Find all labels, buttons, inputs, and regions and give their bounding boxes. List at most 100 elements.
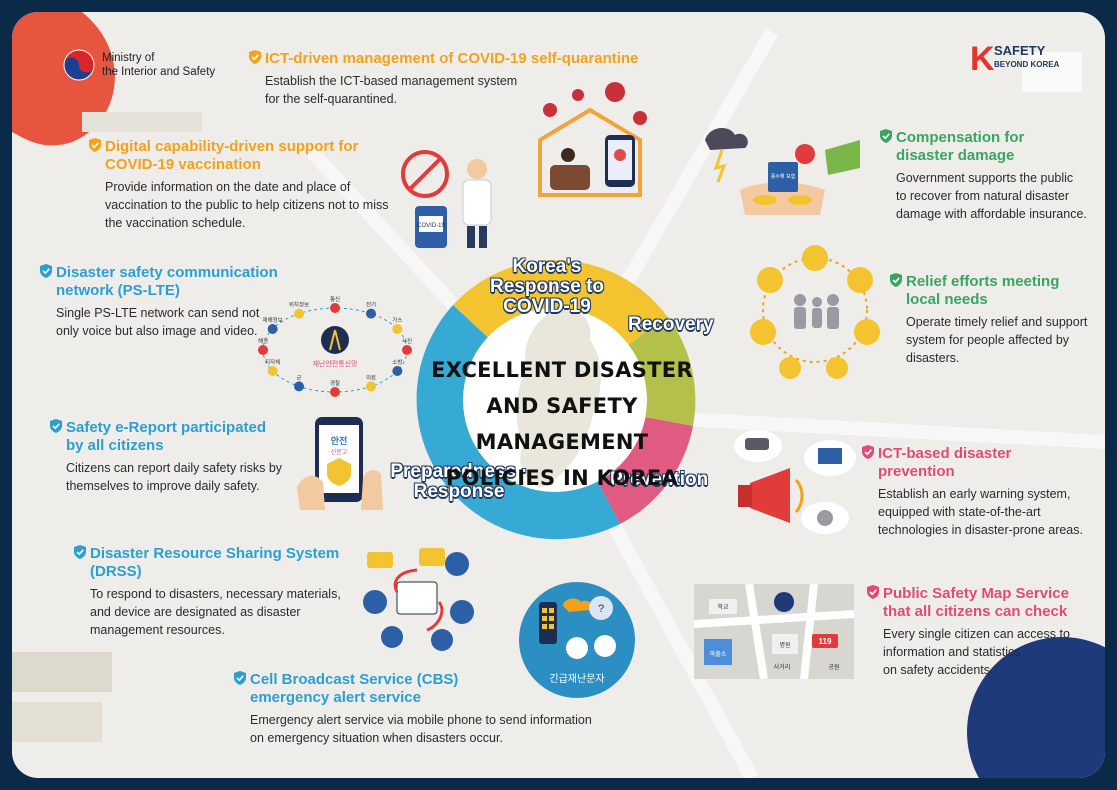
relief-body: Operate timely relief and support system…	[890, 313, 1090, 367]
ictprevention-body1: Establish an early warning system,	[878, 487, 1071, 501]
pslte-title1: Disaster safety communication	[56, 264, 278, 281]
compensation-body1: Government supports the public	[896, 171, 1074, 185]
section-quarantine: ICT-driven management of COVID-19 self-q…	[249, 50, 679, 108]
map-label1: 파출소	[710, 650, 727, 658]
network-node-icon	[392, 366, 403, 376]
network-node-label: 가스	[392, 316, 402, 324]
brand-line2: BEYOND KOREA	[994, 60, 1060, 69]
safetymap-body1: Every single citizen can access to	[883, 627, 1070, 641]
center-title-line2: AND SAFETY MANAGEMENT	[475, 394, 649, 454]
ministry-line2: the Interior and Safety	[102, 66, 216, 78]
map-label2: 학교	[717, 603, 729, 611]
compensation-body3: damage with affordable insurance.	[896, 207, 1087, 221]
megaphone-icon	[750, 468, 790, 523]
safetymap-title1: Public Safety Map Service	[883, 585, 1069, 602]
network-node-label: 재해정보	[263, 316, 283, 324]
poster: Ministry of the Interior and Safety K SA…	[12, 12, 1105, 778]
relief-illustration	[750, 245, 880, 379]
drss-body: To respond to disasters, necessary mater…	[74, 585, 364, 639]
compensation-body: Government supports the public to recove…	[880, 169, 1095, 223]
pslte-title2: network (PS-LTE)	[56, 282, 180, 299]
ictprevention-title2: prevention	[878, 463, 955, 480]
relief-body3: disasters.	[906, 351, 960, 365]
ictprevention-title1: ICT-based disaster	[878, 445, 1012, 462]
section-vaccination: Digital capability-driven support for CO…	[89, 138, 389, 232]
ictprevention-body3: technologies in disaster-prone areas.	[878, 523, 1083, 537]
ministry-emblem-icon	[63, 49, 95, 81]
section-drss: Disaster Resource Sharing System (DRSS) …	[74, 545, 364, 639]
network-center-label: 재난안전통신망	[312, 359, 358, 368]
brand-logo: K SAFETY BEYOND KOREA	[970, 40, 1080, 86]
relief-title: Relief efforts meeting local needs	[890, 273, 1090, 309]
quarantine-body2: for the self-quarantined.	[265, 92, 398, 106]
ministry-line1: Ministry of	[102, 52, 155, 64]
map-label3: 병원	[779, 641, 790, 649]
shield-check-icon	[867, 585, 879, 599]
ictprevention-illustration	[734, 430, 856, 534]
compensation-illustration: 풍수해 보험	[705, 128, 860, 215]
vaccination-title1: Digital capability-driven support for	[105, 138, 359, 155]
safetymap-title: Public Safety Map Service that all citiz…	[867, 585, 1092, 621]
cbs-title2: emergency alert service	[250, 689, 421, 706]
map-label5: 사거리	[774, 663, 791, 671]
network-node-icon	[294, 381, 304, 392]
drss-illustration	[363, 548, 474, 651]
shield-check-icon	[40, 264, 52, 278]
quarantine-title: ICT-driven management of COVID-19 self-q…	[249, 50, 679, 68]
covid-line2: Response to	[489, 276, 605, 297]
brand-line1: SAFETY	[994, 43, 1046, 58]
center-title-line3: POLICIES IN KOREA	[445, 466, 679, 490]
background-decor	[12, 12, 1105, 778]
ereport-phone-illustration: 안전 신문고	[297, 417, 383, 510]
pslte-body2: only voice but also image and video.	[56, 324, 258, 338]
quarantine-illustration	[538, 82, 647, 197]
vaccination-body: Provide information on the date and plac…	[89, 178, 389, 232]
network-node-icon	[392, 324, 403, 334]
cbs-body1: Emergency alert service via mobile phone…	[250, 713, 592, 727]
prep-line2: Response	[413, 481, 505, 502]
compensation-title: Compensation for disaster damage	[880, 129, 1095, 165]
shield-check-icon	[50, 419, 62, 433]
network-node-label: 위치정보	[289, 301, 309, 309]
cbs-title: Cell Broadcast Service (CBS) emergency a…	[234, 671, 614, 707]
ereport-title1: Safety e-Report participated	[66, 419, 267, 436]
cbs-body2: on emergency situation when disasters oc…	[250, 731, 503, 745]
drss-body1: To respond to disasters, necessary mater…	[90, 587, 341, 601]
ereport-title: Safety e-Report participated by all citi…	[50, 419, 310, 455]
network-node-icon	[294, 308, 304, 319]
section-cbs: Cell Broadcast Service (CBS) emergency a…	[234, 671, 614, 747]
section-pslte: Disaster safety communication network (P…	[40, 264, 310, 340]
section-ictprevention: ICT-based disaster prevention Establish …	[862, 445, 1092, 539]
korea-map	[516, 309, 601, 488]
relief-title2: local needs	[906, 291, 988, 308]
vaccine-label: COVID-19	[417, 223, 445, 229]
quarantine-title-text: ICT-driven management of COVID-19 self-q…	[265, 50, 639, 67]
tower-icon	[321, 326, 349, 354]
compensation-title1: Compensation for	[896, 129, 1025, 146]
prep-line1: Preparedness ·	[390, 461, 528, 482]
safetymap-title2: that all citizens can check	[883, 603, 1068, 620]
network-node-icon	[330, 387, 340, 397]
map-pin-icon	[774, 592, 794, 612]
cbs-alert-illustration: ? 긴급재난문자	[519, 582, 635, 698]
map-label4: 공원	[828, 663, 839, 671]
safetymap-body2: information and statistics	[883, 645, 1021, 659]
cbs-title1: Cell Broadcast Service (CBS)	[250, 671, 459, 688]
ereport-body2: themselves to improve daily safety.	[66, 479, 260, 493]
safetymap-body3: on safety accidents.	[883, 663, 994, 677]
network-node-label: 경찰	[330, 379, 340, 387]
ereport-title2: by all citizens	[66, 437, 164, 454]
network-node-label: 의료	[366, 374, 376, 381]
center-title: EXCELLENT DISASTER AND SAFETY MANAGEMENT…	[397, 352, 727, 496]
vaccination-illustration: COVID-19	[401, 150, 492, 248]
covid-line1: Korea's	[512, 256, 582, 277]
section-relief: Relief efforts meeting local needs Opera…	[890, 273, 1090, 367]
quarantine-body1: Establish the ICT-based management syste…	[265, 74, 518, 88]
compensation-title2: disaster damage	[896, 147, 1015, 164]
network-node-label: 통신	[330, 295, 340, 303]
compensation-body2: to recover from natural disaster	[896, 189, 1069, 203]
quarantine-body: Establish the ICT-based management syste…	[249, 72, 679, 108]
drss-title: Disaster Resource Sharing System (DRSS)	[74, 545, 364, 581]
policy-pie-chart	[416, 260, 696, 540]
